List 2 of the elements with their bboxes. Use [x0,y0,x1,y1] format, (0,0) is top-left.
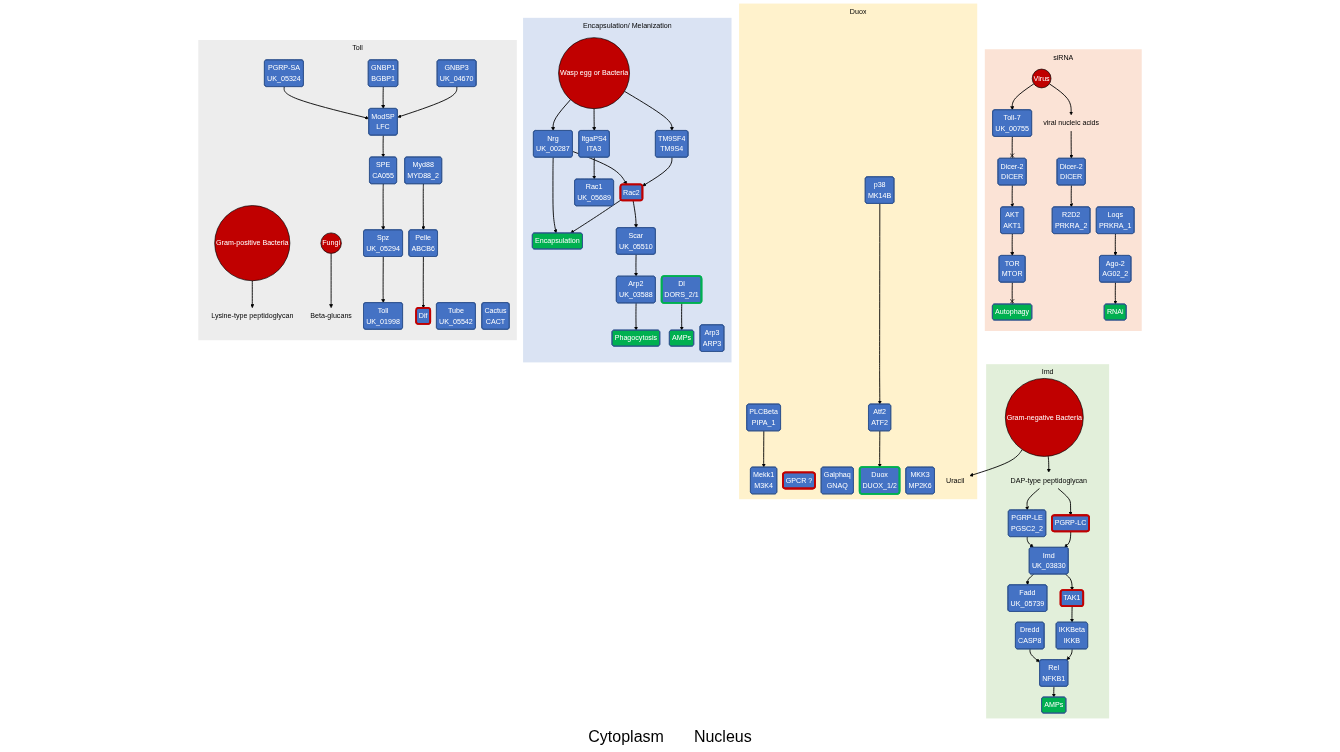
region-label: Nucleus [693,728,752,746]
region-label: Cytoplasm [588,728,664,746]
